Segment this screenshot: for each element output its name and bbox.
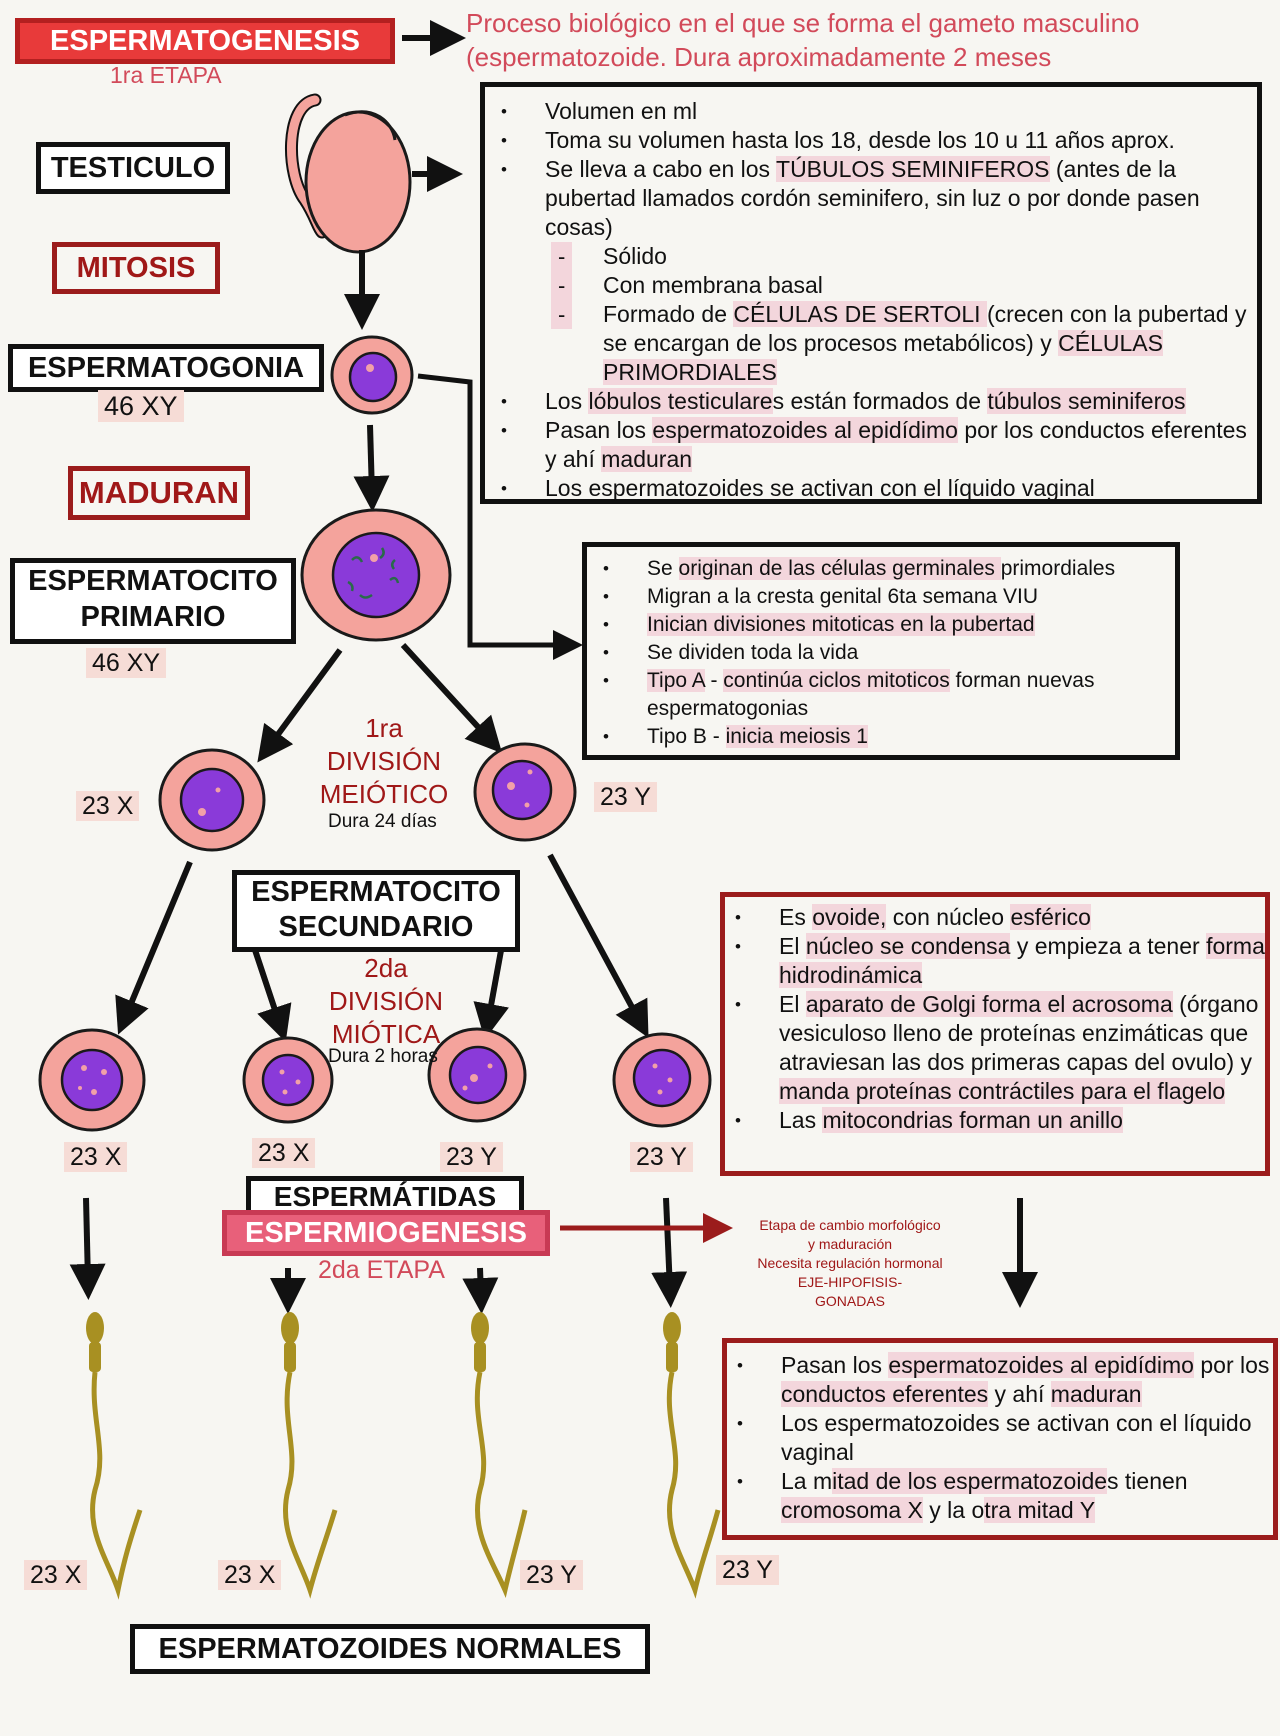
karyotype-espermatida-1: 23 X (64, 1142, 128, 1172)
espermatida-cell-4 (612, 1032, 712, 1128)
definition-line-1: Proceso biológico en el que se forma el … (466, 8, 1140, 38)
sperm-3 (471, 1312, 528, 1598)
panel-espermatogonia-item-3: Inician divisiones mitoticas en la puber… (593, 611, 1175, 639)
panel-espermatozoide-item-2: Los espermatozoides se activan con el lí… (727, 1409, 1273, 1467)
panel-espermatida: Es ovoide, con núcleo esférico El núcleo… (720, 892, 1270, 1176)
arrow-primario-to-right (400, 642, 503, 754)
arrow-primario-to-left (257, 648, 343, 763)
panel-espermatida-item-2: El núcleo se condensa y empieza a tener … (725, 932, 1265, 990)
karyotype-sperm-2: 23 X (218, 1560, 282, 1590)
panel-testiculo: Volumen en ml Toma su volumen hasta los … (480, 82, 1262, 504)
panel-espermatida-item-3: El aparato de Golgi forma el acrosoma (ó… (725, 990, 1265, 1106)
espermiogenesis-note-line-1: Etapa de cambio morfológico (759, 1217, 941, 1233)
label-espermatocito-secundario: ESPERMATOCITO SECUNDARIO (232, 870, 520, 952)
label-espermatocito-primario-line-1: ESPERMATOCITO (28, 565, 278, 597)
karyotype-espermatogonia: 46 XY (98, 390, 184, 422)
panel-testiculo-item-6: Los espermatozoides se activan con el lí… (491, 474, 1257, 503)
division-1-duration: Dura 24 días (328, 811, 437, 832)
label-espermatocito-primario-line-2: PRIMARIO (80, 601, 226, 633)
division-1-line-3: MEIÓTICO (319, 779, 449, 809)
division-1-line-1: 1ra (365, 713, 403, 743)
label-mitosis: MITOSIS (52, 242, 220, 294)
definition-line-2: (espermatozoide. Dura aproximadamente 2 … (466, 42, 1052, 72)
stage-2-label: 2da ETAPA (318, 1256, 445, 1284)
label-espermatozoides-normales: ESPERMATOZOIDES NORMALES (130, 1624, 650, 1674)
panel-testiculo-subitem-1: Sólido (491, 242, 1257, 271)
arrow-secundario-right-to-espermatida-4 (547, 853, 649, 1038)
espermiogenesis-note: Etapa de cambio morfológico y maduración… (738, 1216, 962, 1311)
panel-espermatogonia-item-5: Tipo A - continúa ciclos mitoticos forma… (593, 667, 1175, 723)
panel-espermatozoide-item-1: Pasan los espermatozoides al epidídimo p… (727, 1351, 1273, 1409)
panel-testiculo-item-3: Se lleva a cabo en los TÚBULOS SEMINIFER… (491, 155, 1257, 242)
stage-1-label: 1ra ETAPA (110, 62, 222, 88)
espermatocito-secundario-cell-right (473, 742, 577, 842)
division-2-line-3: MIÓTICA (331, 1019, 441, 1049)
espermatogonia-cell (330, 335, 414, 415)
karyotype-espermatida-2: 23 X (252, 1138, 316, 1168)
testis-illustration (285, 93, 412, 254)
panel-testiculo-item-1: Volumen en ml (491, 97, 1257, 126)
karyotype-sperm-4: 23 Y (716, 1555, 779, 1585)
espermatocito-primario-cell (300, 508, 452, 642)
sperm-2 (281, 1312, 338, 1599)
title-espermatogenesis: ESPERMATOGENESIS (15, 18, 395, 64)
label-espermatocito-secundario-line-1: ESPERMATOCITO (251, 876, 501, 908)
karyotype-sperm-1: 23 X (24, 1560, 88, 1590)
arrow-espermatida-1-to-sperm (69, 1197, 106, 1300)
karyotype-espermatida-4: 23 Y (630, 1142, 693, 1172)
panel-espermatida-item-1: Es ovoide, con núcleo esférico (725, 903, 1265, 932)
division-2-line-2: DIVISIÓN (328, 986, 444, 1016)
panel-espermatida-item-4: Las mitocondrias forman un anillo (725, 1106, 1265, 1135)
arrow-espermatida-4-to-sperm (651, 1197, 688, 1308)
panel-espermatogonia-item-2: Migran a la cresta genital 6ta semana VI… (593, 583, 1175, 611)
connector-espermatogonia-to-panel (417, 373, 583, 660)
arrow-espermatogonia-to-primario (353, 424, 390, 512)
division-2-label: 2da DIVISIÓN MIÓTICA (306, 952, 466, 1051)
panel-testiculo-subitem-3: Formado de CÉLULAS DE SERTOLI (crecen co… (491, 300, 1257, 387)
espermatida-cell-2 (242, 1036, 334, 1124)
panel-espermatogonia-item-6: Tipo B - inicia meiosis 1 (593, 723, 1175, 751)
division-1-line-2: DIVISIÓN (326, 746, 442, 776)
arrow-secundario-left-to-espermatida-2 (252, 949, 292, 1043)
arrow-secundario-left-to-espermatida-1 (115, 860, 193, 1035)
division-1-label: 1ra DIVISIÓN MEIÓTICO (304, 712, 464, 811)
karyotype-espermatida-3: 23 Y (440, 1142, 503, 1172)
sperm-4 (663, 1312, 721, 1599)
espermatida-cell-3 (427, 1027, 527, 1123)
arrow-secundario-right-to-espermatida-3 (473, 944, 509, 1040)
karyotype-secundario-right: 23 Y (594, 782, 657, 812)
label-espermatocito-primario: ESPERMATOCITO PRIMARIO (10, 558, 296, 644)
espermiogenesis-note-line-2: y maduración (807, 1236, 893, 1252)
division-2-line-1: 2da (364, 953, 408, 983)
karyotype-sperm-3: 23 Y (520, 1560, 583, 1590)
panel-espermatozoide-item-3: La mitad de los espermatozoides tienen c… (727, 1467, 1273, 1525)
label-testiculo: TESTICULO (36, 142, 230, 194)
panel-testiculo-item-2: Toma su volumen hasta los 18, desde los … (491, 126, 1257, 155)
panel-espermatogonia: Se originan de las células germinales pr… (582, 542, 1180, 760)
karyotype-secundario-left: 23 X (76, 791, 140, 821)
panel-testiculo-item-5: Pasan los espermatozoides al epidídimo p… (491, 416, 1257, 474)
sperm-1 (86, 1312, 143, 1600)
label-espermatogonia: ESPERMATOGONIA (8, 344, 324, 392)
espermatocito-secundario-cell-left (158, 748, 266, 852)
espermiogenesis-note-line-5: GONADAS (814, 1293, 885, 1309)
karyotype-primario: 46 XY (86, 648, 167, 678)
label-espermatocito-secundario-line-2: SECUNDARIO (278, 911, 474, 943)
label-maduran: MADURAN (68, 466, 250, 520)
panel-espermatogonia-item-4: Se dividen toda la vida (593, 639, 1175, 667)
panel-testiculo-subitem-2: Con membrana basal (491, 271, 1257, 300)
espermiogenesis-note-line-4: EJE-HIPOFISIS- (797, 1274, 903, 1290)
panel-espermatogonia-item-1: Se originan de las células germinales pr… (593, 555, 1175, 583)
espermatida-cell-1 (38, 1028, 146, 1132)
arrow-espermatida-3-to-sperm (462, 1267, 499, 1314)
label-espermiogenesis: ESPERMIOGENESIS (222, 1210, 550, 1256)
panel-testiculo-item-4: Los lóbulos testiculares están formados … (491, 387, 1257, 416)
espermiogenesis-note-line-3: Necesita regulación hormonal (757, 1255, 943, 1271)
division-2-duration: Dura 2 horas (328, 1046, 438, 1067)
panel-espermatozoide: Pasan los espermatozoides al epidídimo p… (722, 1338, 1278, 1540)
